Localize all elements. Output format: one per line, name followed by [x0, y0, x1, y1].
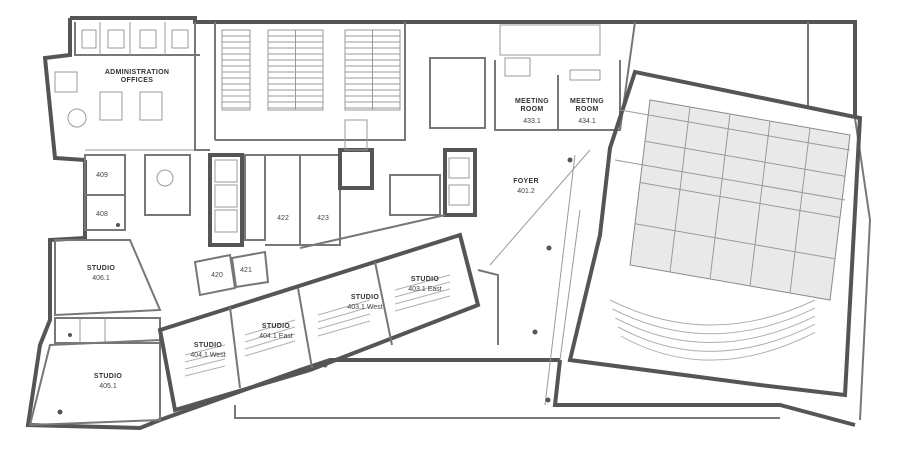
seating-row	[615, 315, 816, 343]
studio-403e-number: 403.1 East	[408, 286, 442, 293]
studio-405-label: STUDIO	[94, 373, 122, 380]
foyer-walls	[299, 149, 591, 406]
plan-line	[184, 344, 226, 356]
meeting-433-label-2: ROOM	[521, 106, 544, 113]
plan-line	[394, 295, 451, 312]
meeting-434-label-2: ROOM	[576, 106, 599, 113]
meeting-433-number: 433.1	[523, 118, 541, 125]
rooms-409-408	[84, 154, 191, 231]
plan-line	[644, 140, 846, 177]
seating-row	[609, 299, 816, 326]
plan-line	[244, 333, 296, 350]
studio-403e-label: STUDIO	[411, 276, 439, 283]
studio-404e-label: STUDIO	[262, 323, 290, 330]
upper-rows	[215, 22, 406, 141]
foyer-number: 401.2	[517, 188, 535, 195]
plan-line	[394, 288, 451, 305]
small-rooms	[193, 250, 270, 297]
meeting-434-number: 434.1	[578, 118, 596, 125]
plan-line	[244, 326, 296, 343]
studio-406-number: 406.1	[92, 275, 110, 282]
studio-405-number: 405.1	[99, 383, 117, 390]
plan-line	[244, 319, 296, 336]
plan-line	[639, 182, 841, 218]
plan-line	[394, 281, 451, 298]
room-labels: ADMINISTRATION OFFICES MEETING ROOM 433.…	[87, 69, 604, 390]
admin-label-2: OFFICES	[121, 77, 153, 84]
room-408-number: 408	[96, 211, 108, 218]
plan-line	[317, 313, 371, 330]
core	[208, 119, 477, 247]
room-421-number: 421	[240, 267, 252, 274]
studio-403w-number: 403.1 West	[347, 304, 382, 311]
plan-line	[244, 340, 296, 357]
room-409-number: 409	[96, 172, 108, 179]
seating-row	[612, 307, 816, 335]
plan-line	[394, 274, 451, 291]
seating-row	[620, 331, 816, 361]
plan-line	[317, 299, 371, 316]
plan-line	[184, 358, 226, 370]
studio-404e-number: 404.1 East	[259, 333, 293, 340]
studios-angled	[157, 232, 481, 413]
meeting-434-label-1: MEETING	[570, 98, 604, 105]
columns	[57, 157, 573, 415]
room-423-number: 423	[317, 215, 329, 222]
foyer-label: FOYER	[513, 178, 539, 185]
meeting-rooms	[429, 21, 809, 131]
plan-line	[634, 223, 836, 260]
studio-406-label: STUDIO	[87, 265, 115, 272]
plan-line	[317, 320, 371, 337]
room-422-number: 422	[277, 215, 289, 222]
seating-row	[617, 323, 816, 352]
admin-offices	[54, 22, 216, 151]
meeting-433-label-1: MEETING	[515, 98, 549, 105]
studio-403w-label: STUDIO	[351, 294, 379, 301]
studio-404w-number: 404.1 West	[190, 352, 225, 359]
plan-line	[184, 351, 226, 363]
studio-404w-label: STUDIO	[194, 342, 222, 349]
plan-line	[317, 306, 371, 323]
plan-line	[184, 365, 226, 377]
room-420-number: 420	[211, 272, 223, 279]
admin-label-1: ADMINISTRATION	[105, 69, 169, 76]
theatre	[567, 69, 863, 398]
